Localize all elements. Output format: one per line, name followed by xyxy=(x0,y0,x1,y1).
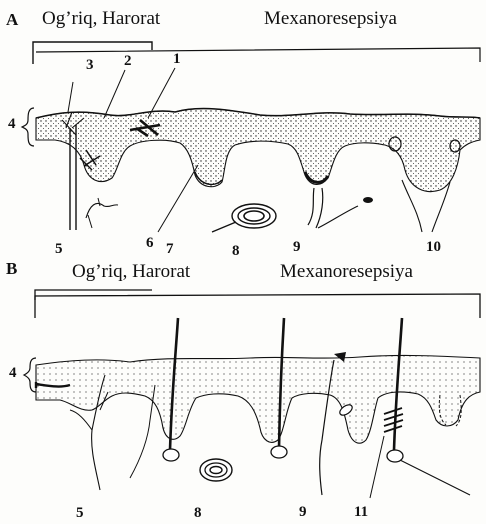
label-a-2: 2 xyxy=(124,54,132,69)
panel-a-letter: A xyxy=(6,11,18,28)
label-a-8: 8 xyxy=(232,244,240,259)
label-b-4: 4 xyxy=(9,366,17,381)
panel-b-letter: B xyxy=(6,260,17,277)
label-a-10: 10 xyxy=(426,240,441,255)
panel-a-category-mechanoreception: Mexanoresepsiya xyxy=(264,9,397,28)
label-b-8: 8 xyxy=(194,506,202,521)
bracket-mechanoreception-b xyxy=(35,294,480,318)
label-a-5: 5 xyxy=(55,242,63,257)
label-b-9: 9 xyxy=(299,505,307,520)
panel-b-drawing xyxy=(24,290,480,498)
epidermis-a xyxy=(36,109,480,192)
label-a-7: 7 xyxy=(166,242,174,257)
panel-b-category-pain-temperature: Og’riq, Harorat xyxy=(72,262,190,281)
brace-4-b xyxy=(24,358,36,392)
label-a-4: 4 xyxy=(8,117,16,132)
panel-a-category-pain-temperature: Og’riq, Harorat xyxy=(42,9,160,28)
label-a-3: 3 xyxy=(86,58,94,73)
brace-4-a xyxy=(22,108,34,146)
epidermis-b xyxy=(36,355,480,443)
panel-b-category-mechanoreception: Mexanoresepsiya xyxy=(280,262,413,281)
label-a-1: 1 xyxy=(173,52,181,67)
bracket-mechanoreception-a xyxy=(36,48,480,62)
label-a-9: 9 xyxy=(293,240,301,255)
label-b-11: 11 xyxy=(354,505,368,520)
label-b-5: 5 xyxy=(76,506,84,521)
label-a-6: 6 xyxy=(146,236,154,251)
